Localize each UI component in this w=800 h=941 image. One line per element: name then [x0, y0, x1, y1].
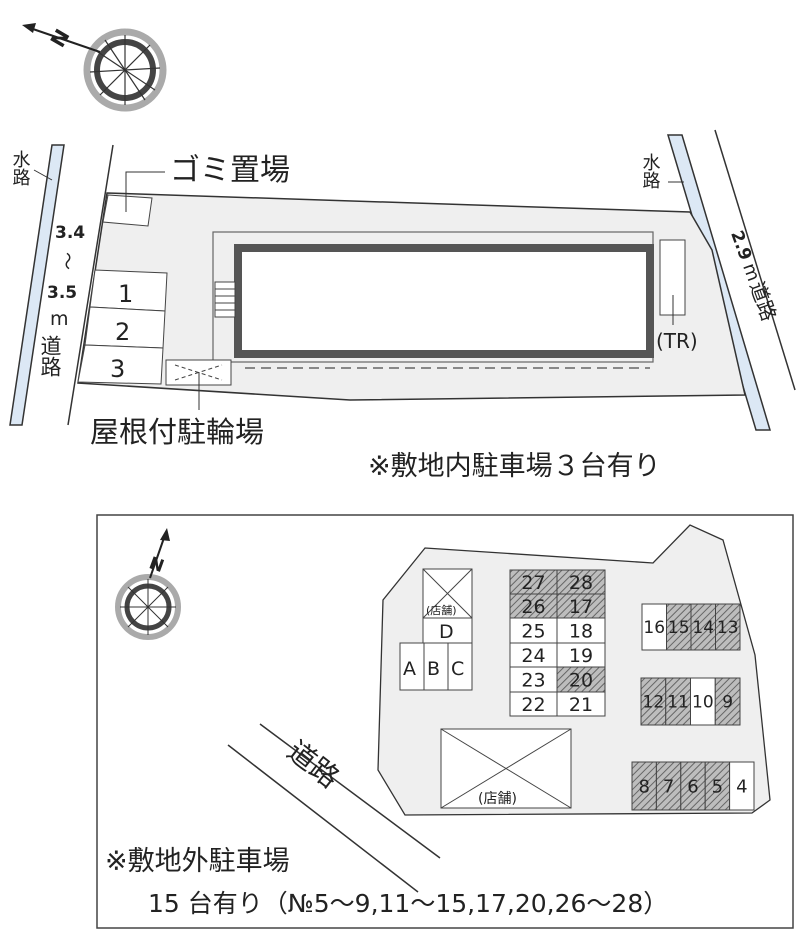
bicycle-parking-label: 屋根付駐輪場: [90, 415, 264, 449]
parking-space-onsite-free: [641, 603, 667, 651]
road-right-label: 道路: [745, 278, 781, 324]
parking-space-number: 15: [668, 618, 690, 638]
parking-space-3: 3: [110, 355, 125, 383]
parking-space-offsite: [556, 593, 606, 619]
compass-north-label: N: [45, 25, 74, 52]
parking-space-number: 27: [521, 572, 545, 594]
offsite-note-line1: ※敷地外駐車場: [105, 846, 290, 877]
parking-space-onsite-free: [509, 642, 558, 668]
parking-space-D: D: [439, 621, 454, 643]
parking-space-number: 8: [638, 776, 649, 797]
parking-space-offsite: [666, 603, 692, 651]
compass-top: N: [22, 23, 167, 112]
stairs-icon: [214, 281, 236, 318]
store-small-label: (店舗): [426, 603, 457, 617]
parking-space-number: 23: [521, 669, 545, 691]
parking-space-number: 24: [521, 645, 545, 667]
parking-space-offsite: [690, 603, 716, 651]
parking-space-number: 19: [569, 645, 593, 667]
parking-space-number: 12: [643, 693, 665, 713]
parking-space-number: 9: [722, 693, 733, 713]
waterway-left-label: 水路: [10, 150, 31, 186]
transformer-label: (TR): [656, 329, 698, 353]
parking-space-C: C: [451, 658, 464, 680]
parking-space-number: 16: [643, 618, 665, 638]
road-left-width-to: 3.5: [47, 283, 77, 303]
road-left-width-from: 3.4: [55, 223, 85, 243]
parking-space-offsite: [631, 761, 657, 811]
parking-space-offsite: [655, 761, 682, 811]
parking-space-number: 14: [692, 618, 714, 638]
parking-space-number: 6: [687, 776, 698, 797]
parking-space-number: 7: [663, 776, 674, 797]
parking-space-offsite: [714, 677, 741, 726]
road-right-unit: m: [738, 261, 764, 285]
garbage-area: [102, 194, 153, 227]
parking-space-1: 1: [118, 280, 133, 308]
parking-space-2: 2: [115, 318, 130, 346]
parking-space-number: 26: [521, 596, 545, 618]
parking-space-onsite-free: [509, 666, 558, 693]
parking-space-number: 22: [521, 694, 545, 716]
parking-space-offsite: [556, 569, 606, 595]
compass-north-label-bottom: N: [146, 553, 166, 577]
road-left-unit: m: [50, 308, 69, 330]
parking-spaces-onsite: 1 2 3: [77, 269, 168, 385]
waterway-left: [9, 144, 65, 426]
parking-space-offsite: [715, 603, 741, 651]
parking-space-number: 4: [736, 776, 747, 797]
road-left-label: 道路: [38, 335, 62, 377]
parking-space-number: 25: [521, 620, 545, 642]
parking-space-number: 21: [569, 694, 593, 716]
parking-space-number: 28: [569, 572, 593, 594]
compass-bottom: N: [115, 528, 181, 640]
onsite-parking-note: ※敷地内駐車場３台有り: [368, 451, 661, 482]
offsite-note-line2: 15 台有り（№5～9,11～15,17,20,26～28）: [148, 889, 668, 918]
parking-space-number: 13: [717, 618, 739, 638]
parking-space-offsite: [680, 761, 706, 811]
garbage-label: ゴミ置場: [170, 153, 290, 188]
parking-space-number: 20: [569, 669, 593, 691]
road-right-width: 2.9: [726, 228, 755, 263]
waterway-right-label: 水路: [640, 153, 661, 189]
north-arrow-icon: [160, 528, 170, 541]
parking-space-offsite: [556, 666, 606, 693]
parking-space-onsite-free: [556, 691, 606, 717]
parking-space-A: A: [403, 658, 416, 680]
parking-space-number: 17: [569, 596, 593, 618]
parking-space-number: 11: [667, 693, 689, 713]
road-left-tilde: 〜: [56, 252, 77, 270]
parking-space-B: B: [427, 658, 440, 680]
store-large-label: (店舗): [478, 791, 517, 807]
parking-space-onsite-free: [729, 761, 755, 811]
parking-space-offsite: [640, 677, 667, 726]
parking-space-onsite-free: [690, 677, 716, 726]
parking-space-number: 10: [692, 693, 714, 713]
north-arrow-icon: [22, 23, 36, 33]
parking-space-number: 18: [569, 620, 593, 642]
parking-space-number: 5: [712, 776, 723, 797]
parking-space-onsite-free: [509, 617, 558, 644]
building: [234, 244, 654, 358]
